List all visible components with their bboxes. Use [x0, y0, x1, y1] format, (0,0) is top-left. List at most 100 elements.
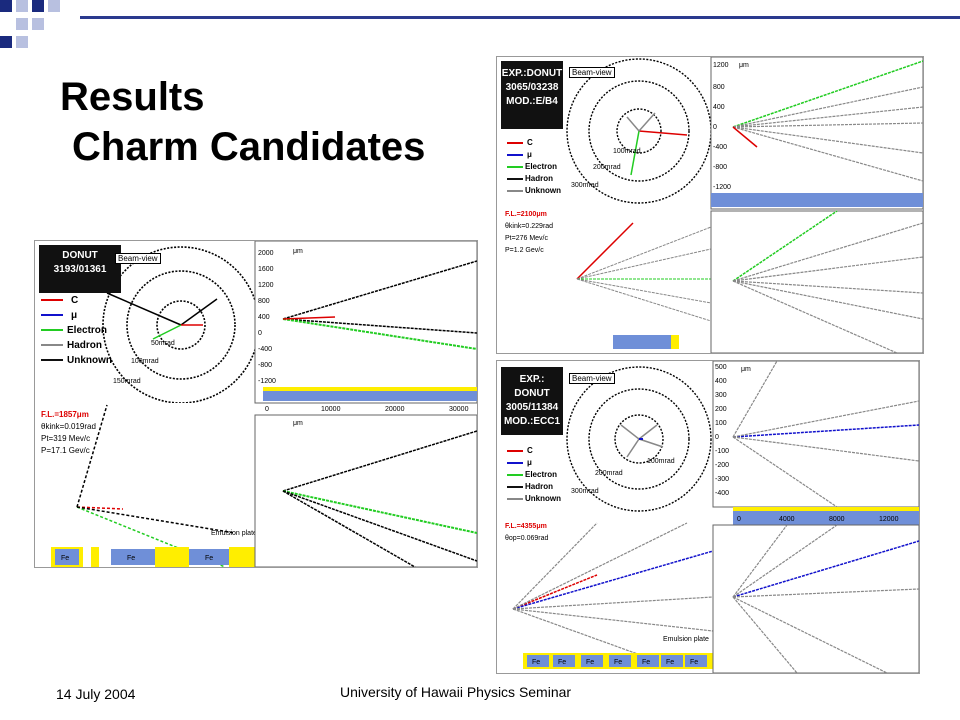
legend-unknown: Unknown — [67, 355, 112, 366]
svg-text:0: 0 — [258, 330, 262, 337]
flight-length-left: F.L.=1857μm — [41, 410, 89, 419]
svg-text:300: 300 — [715, 392, 727, 399]
svg-text:2000: 2000 — [258, 250, 274, 257]
svg-text:Fe: Fe — [614, 659, 622, 666]
svg-text:100mrad: 100mrad — [613, 148, 641, 155]
fe-label-2: Fe — [127, 555, 135, 562]
footer-title: University of Hawaii Physics Seminar — [340, 684, 572, 700]
svg-text:100: 100 — [715, 420, 727, 427]
unit-left-bottom: μm — [293, 420, 303, 427]
legend-c: C — [71, 295, 79, 306]
event-display-top-right: 100mrad 200mrad 300mrad 1200 800 400 0 -… — [496, 56, 924, 354]
svg-text:400: 400 — [715, 378, 727, 385]
yticks-br-top: 500 400 300 200 100 0 -100 -200 -300 -40… — [715, 364, 729, 497]
svg-text:-400: -400 — [715, 490, 729, 497]
svg-text:Fe: Fe — [642, 659, 650, 666]
label-50mrad: 50mrad — [151, 340, 175, 347]
svg-text:1200: 1200 — [713, 62, 729, 69]
slide-title: Results Charm Candidates — [60, 72, 425, 172]
emulsion-label-left: Emulsion plate — [211, 530, 257, 537]
svg-text:100mrad: 100mrad — [647, 458, 675, 465]
event-display-top-right-svg: 100mrad 200mrad 300mrad 1200 800 400 0 -… — [566, 57, 923, 353]
fe-label-3: Fe — [205, 555, 213, 562]
svg-text:300mrad: 300mrad — [571, 182, 599, 189]
svg-text:0: 0 — [715, 434, 719, 441]
info-run-left: 3193/01361 — [53, 264, 107, 275]
svg-text:400: 400 — [258, 314, 270, 321]
circle-50mrad — [156, 300, 206, 350]
legend-electron: Electron — [67, 325, 108, 336]
beam-view-label-br: Beam-view — [569, 373, 615, 384]
svg-text:200mrad: 200mrad — [593, 164, 621, 171]
event-info-bottom-right: EXP.: DONUT 3005/11384 MOD.:ECC1 — [501, 367, 563, 435]
title-line-1: Results — [60, 75, 205, 119]
yticks-tr-top: 1200 800 400 0 -400 -800 -1200 — [713, 62, 731, 191]
xticks-br: 0 4000 8000 12000 — [737, 516, 899, 523]
svg-text:800: 800 — [713, 84, 725, 91]
label-100mrad: 100mrad — [131, 358, 159, 365]
svg-text:-100: -100 — [715, 448, 729, 455]
fe-label-1: Fe — [61, 555, 69, 562]
corner-logo — [0, 0, 80, 60]
svg-text:Fe: Fe — [586, 659, 594, 666]
kinematics-br: F.L.=4355μm θop=0.069rad — [505, 523, 549, 542]
svg-text:Emulsion plate: Emulsion plate — [663, 636, 709, 643]
footer-date: 14 July 2004 — [56, 686, 136, 702]
svg-text:500: 500 — [715, 364, 727, 371]
svg-text:0: 0 — [713, 124, 717, 131]
kinematics-tr: F.L.=2100μm θkink=0.229rad Pt=276 Mev/c … — [505, 211, 554, 254]
svg-text:12000: 12000 — [879, 516, 899, 523]
svg-text:200mrad: 200mrad — [595, 470, 623, 477]
theta-left: θkink=0.019rad — [41, 422, 96, 431]
event-info-left: DONUT 3193/01361 — [39, 245, 121, 293]
svg-text:400: 400 — [713, 104, 725, 111]
legend-tr: C μ Electron Hadron Unknown — [507, 137, 573, 197]
header-rule — [80, 16, 960, 19]
svg-text:Fe: Fe — [558, 659, 566, 666]
svg-text:200: 200 — [715, 406, 727, 413]
svg-text:-800: -800 — [258, 362, 272, 369]
pt-left: Pt=319 Mev/c — [41, 434, 91, 443]
info-exp-left: DONUT — [62, 250, 98, 261]
xticks-left: 0 10000 20000 30000 — [265, 406, 469, 413]
svg-text:300mrad: 300mrad — [571, 488, 599, 495]
svg-text:10000: 10000 — [321, 406, 341, 413]
unit-left-top: μm — [293, 248, 303, 255]
svg-text:-1200: -1200 — [713, 184, 731, 191]
svg-text:μm: μm — [741, 366, 751, 373]
event-display-left-svg: 50mrad 100mrad 150mrad Fe Fe Fe Emulsion… — [35, 241, 477, 567]
p-left: P=17.1 Gev/c — [41, 446, 90, 455]
beam-view-label-tr: Beam-view — [569, 67, 615, 78]
label-150mrad: 150mrad — [113, 378, 141, 385]
svg-text:μm: μm — [739, 62, 749, 69]
circle-100mrad — [126, 270, 236, 380]
event-display-bottom-right: 100mrad 200mrad 300mrad Fe Fe Fe Fe Fe F… — [496, 360, 920, 674]
kinematics-left: F.L.=1857μm θkink=0.019rad Pt=319 Mev/c … — [41, 409, 96, 457]
event-display-bottom-right-svg: 100mrad 200mrad 300mrad Fe Fe Fe Fe Fe F… — [512, 361, 919, 673]
scale-strip-left — [263, 387, 477, 401]
fe-strip-br — [523, 653, 713, 669]
beam-view-label-left: Beam-view — [115, 253, 161, 264]
event-info-top-right: EXP.:DONUT 3065/03238 MOD.:E/B4 — [501, 61, 563, 129]
event-display-left: 50mrad 100mrad 150mrad Fe Fe Fe Emulsion… — [34, 240, 478, 568]
legend-hadron: Hadron — [67, 340, 102, 351]
svg-text:Fe: Fe — [690, 659, 698, 666]
legend-left: C μ Electron Hadron Unknown — [41, 293, 121, 368]
svg-text:8000: 8000 — [829, 516, 845, 523]
svg-text:-200: -200 — [715, 462, 729, 469]
svg-text:1200: 1200 — [258, 282, 274, 289]
svg-text:800: 800 — [258, 298, 270, 305]
svg-text:20000: 20000 — [385, 406, 405, 413]
legend-br: C μ Electron Hadron Unknown — [507, 445, 573, 505]
legend-mu: μ — [71, 310, 78, 321]
svg-text:Fe: Fe — [532, 659, 540, 666]
svg-text:0: 0 — [737, 516, 741, 523]
svg-text:0: 0 — [265, 406, 269, 413]
yticks-left-top: 2000 1600 1200 800 400 0 -400 -800 -1200 — [258, 250, 276, 385]
svg-text:-300: -300 — [715, 476, 729, 483]
svg-text:30000: 30000 — [449, 406, 469, 413]
svg-text:-800: -800 — [713, 164, 727, 171]
title-line-2: Charm Candidates — [72, 125, 426, 169]
svg-text:-400: -400 — [258, 346, 272, 353]
fe-strip-left — [51, 547, 255, 567]
